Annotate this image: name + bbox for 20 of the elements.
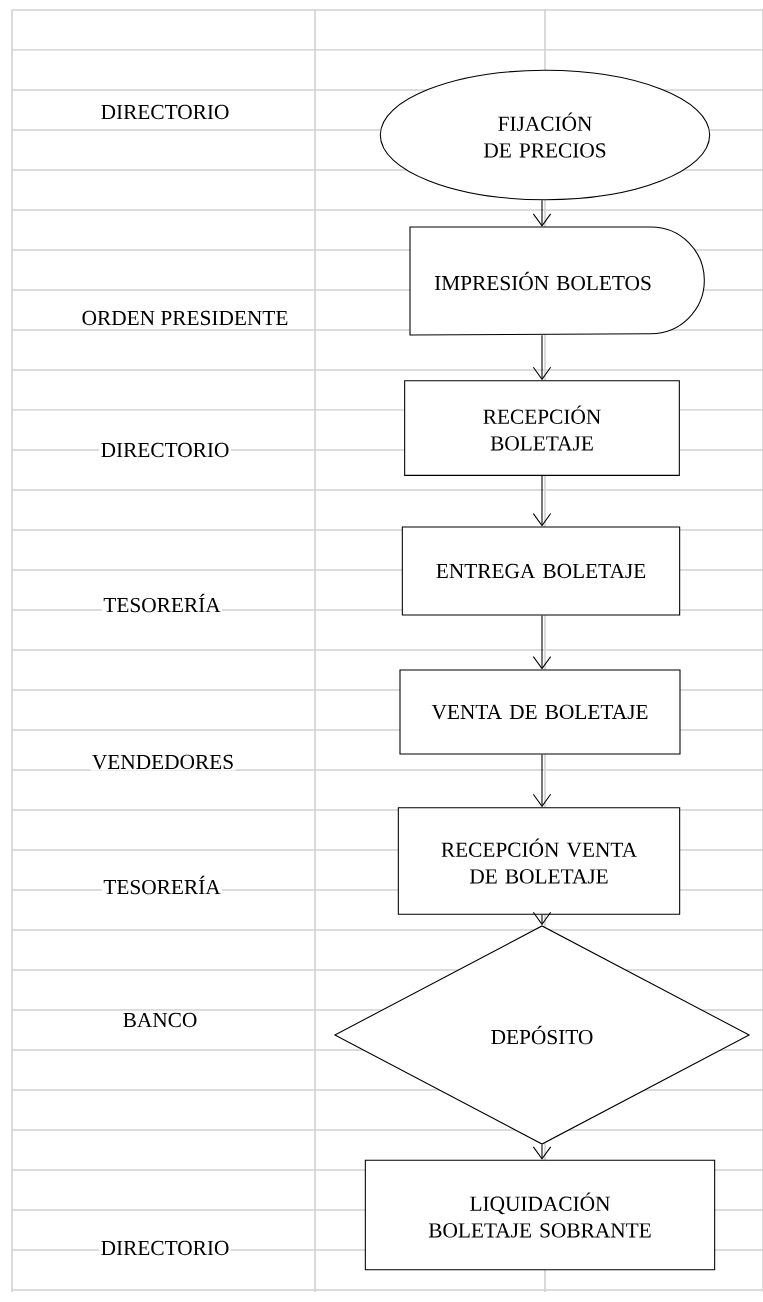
arrow	[532, 615, 552, 670]
lane-label: DIRECTORIO	[99, 441, 231, 459]
process-box: RECEPCIÓN VENTA DE BOLETAJE	[397, 807, 681, 915]
lane-label: DIRECTORIO	[99, 1239, 231, 1257]
lane-label: VENDEDORES	[90, 753, 236, 771]
arrow	[532, 199, 552, 227]
process-box: RECEPCIÓN BOLETAJE	[404, 380, 680, 476]
process-box: LIQUIDACIÓN BOLETAJE SOBRANTE	[364, 1159, 716, 1271]
node-label: DEPÓSITO	[491, 1025, 593, 1045]
lane-label: BANCO	[121, 1011, 199, 1029]
arrow	[532, 475, 552, 527]
arrow	[532, 754, 552, 808]
arrow	[532, 334, 552, 381]
delay-box: IMPRESIÓN BOLETOS	[409, 226, 705, 336]
process-box: ENTREGA BOLETAJE	[401, 526, 681, 616]
lane-label: DIRECTORIO	[99, 103, 231, 121]
lane-label: ORDEN PRESIDENTE	[80, 309, 290, 327]
lane-label: TESORERÍA	[102, 874, 222, 896]
lane-label: TESORERÍA	[102, 592, 222, 614]
process-box: VENTA DE BOLETAJE	[399, 669, 681, 755]
